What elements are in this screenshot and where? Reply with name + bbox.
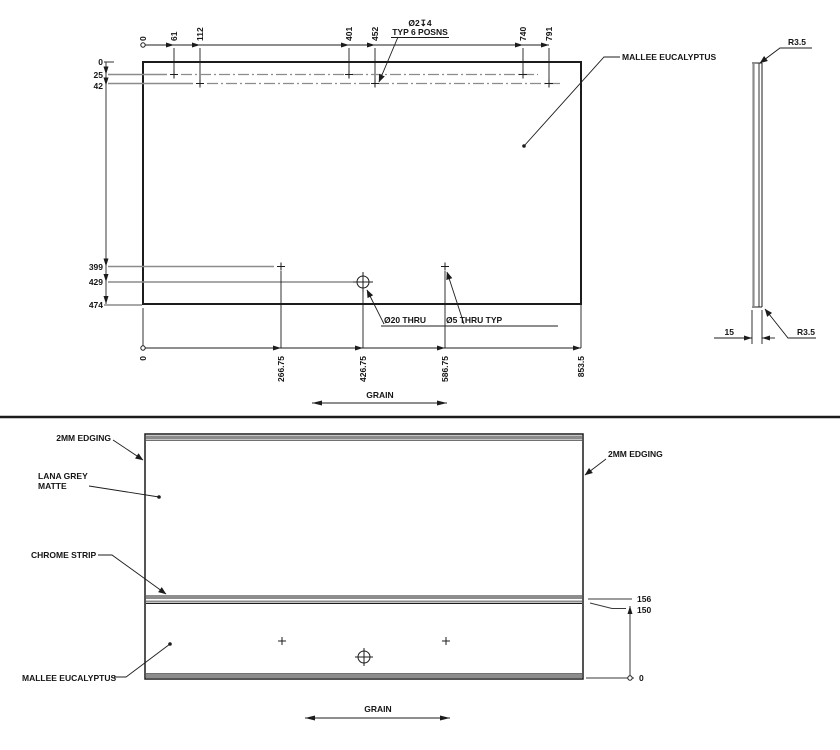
material-callout-bottom: MALLEE EUCALYPTUS bbox=[22, 642, 172, 683]
hole20-leader bbox=[366, 289, 385, 325]
surface-callout: LANA GREY MATTE bbox=[38, 471, 161, 499]
hole-cross bbox=[442, 637, 450, 645]
counterbore-hole-20 bbox=[353, 272, 373, 292]
edging-band-top bbox=[146, 435, 582, 441]
dim-top-452: 452 bbox=[370, 27, 380, 41]
radius-callout-bottom: R3.5 bbox=[764, 308, 816, 339]
radius-top-leader bbox=[759, 47, 812, 64]
hole-cross bbox=[170, 70, 178, 79]
note-leader bbox=[378, 36, 399, 83]
edging-callout-left: 2MM EDGING bbox=[56, 433, 144, 461]
hole5-label: Ø5 THRU TYP bbox=[446, 315, 503, 325]
dim-left-474: 474 bbox=[89, 300, 103, 310]
surface-leader bbox=[88, 485, 160, 498]
hole-centerlines bbox=[108, 73, 562, 283]
bottom-view: 2MM EDGING LANA GREY MATTE CHROME STRIP … bbox=[22, 433, 663, 721]
right-dimension-chain: 156 150 0 bbox=[586, 594, 651, 683]
grain-label-top: GRAIN bbox=[366, 390, 393, 400]
edging-callout-right: 2MM EDGING bbox=[584, 449, 663, 476]
radius-bottom-leader bbox=[764, 308, 816, 339]
hole5-leader bbox=[446, 271, 465, 325]
dim-top-112: 112 bbox=[195, 27, 205, 41]
dim-left-399: 399 bbox=[89, 262, 103, 272]
grain-label-bottom: GRAIN bbox=[364, 704, 391, 714]
counterbore-hole-20-bottom bbox=[355, 648, 373, 666]
dim-origin-right bbox=[627, 675, 633, 681]
grain-indicator-bottom: GRAIN bbox=[305, 704, 450, 721]
hole-cross bbox=[277, 262, 285, 271]
hole-cross bbox=[545, 79, 553, 88]
edging-right-leader bbox=[584, 458, 607, 476]
hole-note-line1: Ø2↧4 bbox=[408, 18, 431, 28]
dim-bottom-426: 426.75 bbox=[358, 356, 368, 382]
side-profile bbox=[752, 62, 763, 308]
dim-origin-top bbox=[140, 42, 146, 48]
material-label-bottom: MALLEE EUCALYPTUS bbox=[22, 673, 116, 683]
dim-left-0: 0 bbox=[98, 57, 103, 67]
dim-left-429: 429 bbox=[89, 277, 103, 287]
panel-outline bbox=[142, 61, 582, 305]
hole-cross bbox=[519, 70, 527, 79]
leader-dot bbox=[522, 144, 526, 148]
grain-indicator-top: GRAIN bbox=[312, 390, 447, 406]
edging-right-label: 2MM EDGING bbox=[608, 449, 663, 459]
dim-right-0: 0 bbox=[639, 673, 644, 683]
dim-top-740: 740 bbox=[518, 27, 528, 41]
bottom-panel-outline bbox=[144, 433, 584, 680]
top-view: 0 61 112 401 452 740 791 0 25 42 399 429… bbox=[89, 18, 716, 406]
dim-top-401: 401 bbox=[344, 27, 354, 41]
radius-bottom-label: R3.5 bbox=[797, 327, 815, 337]
chrome-strip bbox=[146, 595, 582, 604]
holes-bottom-view bbox=[278, 637, 450, 666]
material-callout-top: MALLEE EUCALYPTUS bbox=[522, 52, 716, 148]
hole-cross bbox=[278, 637, 286, 645]
hole20-label: Ø20 THRU bbox=[384, 315, 426, 325]
counterbore-note: Ø2↧4 TYP 6 POSNS bbox=[378, 18, 449, 83]
left-dimension-chain: 0 25 42 399 429 474 bbox=[89, 57, 142, 310]
top-dimension-chain: 0 61 112 401 452 740 791 bbox=[138, 27, 554, 80]
side-view: R3.5 R3.5 15 bbox=[714, 37, 816, 344]
hole-cross bbox=[196, 79, 204, 88]
material-leader-bottom bbox=[114, 643, 171, 678]
dim-top-791: 791 bbox=[544, 27, 554, 41]
dim-bottom-0: 0 bbox=[138, 356, 148, 361]
dim-left-42: 42 bbox=[94, 81, 104, 91]
dim-origin-bottom bbox=[140, 345, 146, 351]
leader-dot bbox=[157, 495, 161, 499]
holes-top-view bbox=[170, 70, 553, 292]
dim-top-0: 0 bbox=[138, 36, 148, 41]
bottom-dimension-chain: 0 266.75 426.75 586.75 853.5 bbox=[138, 271, 586, 382]
edging-left-label: 2MM EDGING bbox=[56, 433, 111, 443]
material-leader-top bbox=[523, 56, 620, 147]
dim-bottom-266: 266.75 bbox=[276, 356, 286, 382]
surface-label-line1: LANA GREY bbox=[38, 471, 88, 481]
dim-bottom-853: 853.5 bbox=[576, 356, 586, 378]
thickness-dimension: 15 bbox=[714, 310, 775, 344]
dim-top-61: 61 bbox=[169, 31, 179, 41]
dim-bottom-586: 586.75 bbox=[440, 356, 450, 382]
edging-left-leader bbox=[112, 439, 144, 461]
hole-cross bbox=[371, 79, 379, 88]
hole-cross bbox=[345, 70, 353, 79]
edging-band-bottom bbox=[146, 673, 582, 678]
dim-right-150: 150 bbox=[637, 605, 651, 615]
hole5-callout: Ø5 THRU TYP bbox=[443, 271, 558, 327]
radius-callout-top: R3.5 bbox=[759, 37, 812, 64]
dim-right-156: 156 bbox=[637, 594, 651, 604]
leader-dot bbox=[168, 642, 172, 646]
material-label-top: MALLEE EUCALYPTUS bbox=[622, 52, 716, 62]
hole-cross bbox=[441, 262, 449, 271]
dim-left-25: 25 bbox=[94, 70, 104, 80]
chrome-strip-label: CHROME STRIP bbox=[31, 550, 97, 560]
chrome-callout: CHROME STRIP bbox=[31, 550, 167, 595]
thickness-label: 15 bbox=[725, 327, 735, 337]
surface-label-line2: MATTE bbox=[38, 481, 67, 491]
radius-top-label: R3.5 bbox=[788, 37, 806, 47]
hole-note-line2: TYP 6 POSNS bbox=[392, 27, 448, 37]
chrome-leader bbox=[98, 554, 167, 595]
